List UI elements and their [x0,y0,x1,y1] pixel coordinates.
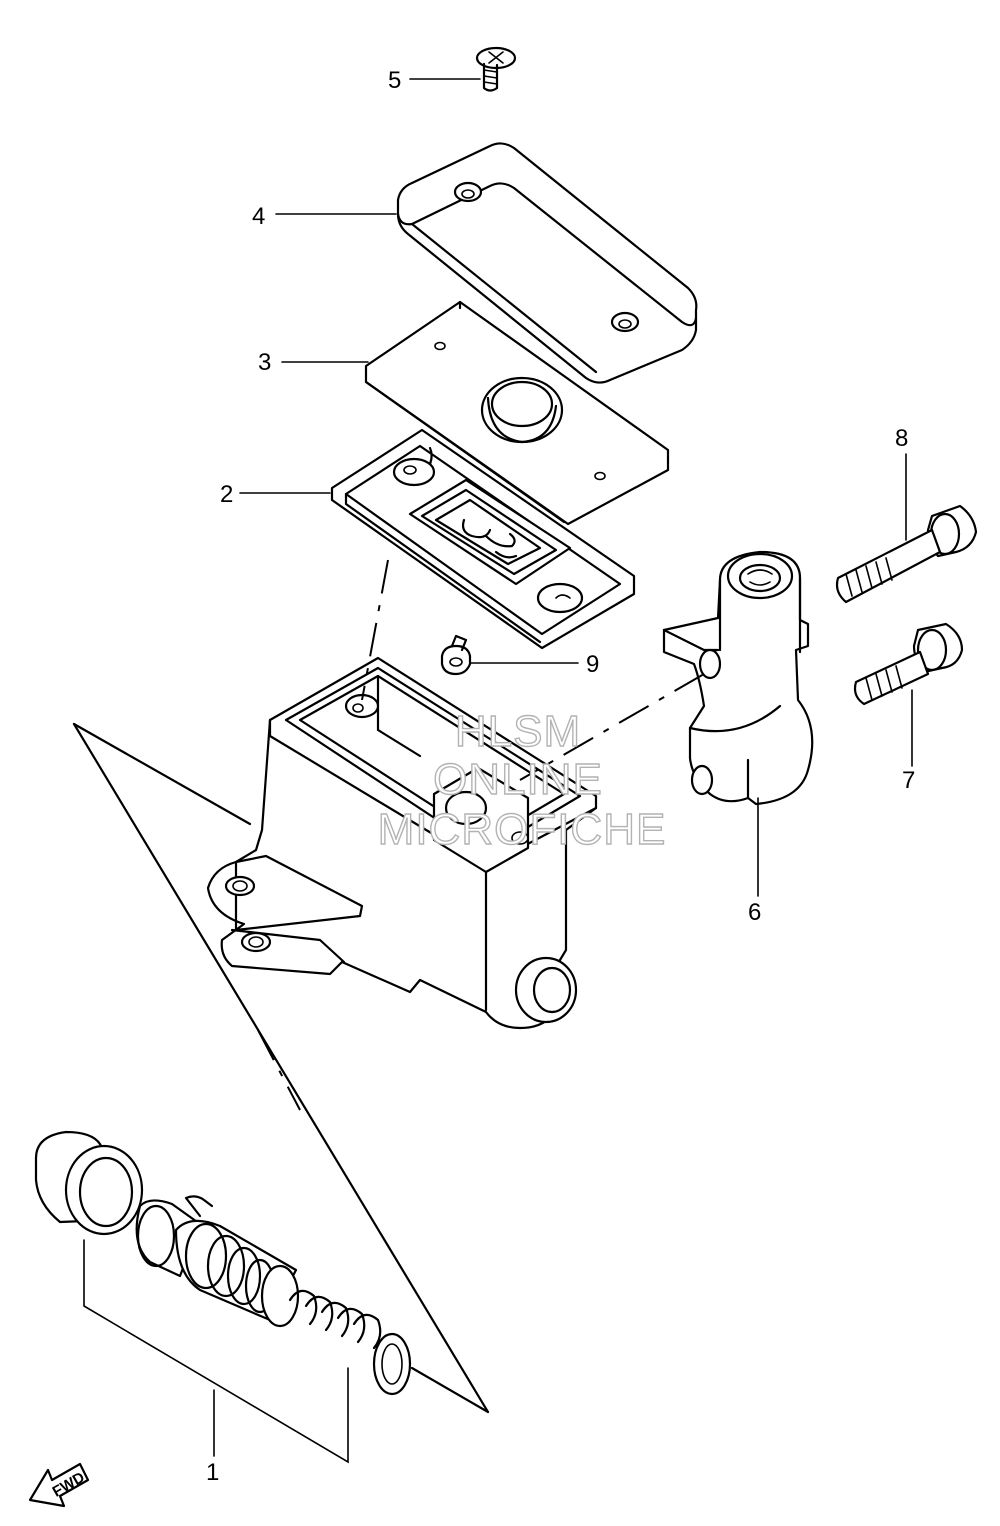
part-4-reservoir-cap[interactable] [396,142,698,384]
callout-numbers: 5 4 3 2 9 8 7 6 1 [206,67,915,1486]
part-7-short-bolt[interactable] [853,622,964,706]
callout-1: 1 [206,1459,219,1486]
callout-2: 2 [220,481,233,508]
assembly-bracket [72,722,490,1414]
watermark-line-2: ONLINE [433,755,603,804]
part-1-piston-kit[interactable] [34,1130,412,1396]
callout-7: 7 [902,767,915,794]
part-5-screw[interactable] [475,46,517,92]
part-6-lever-holder[interactable] [662,550,814,806]
watermark-line-3: MICROFICHE [378,805,667,854]
leader-lines [83,78,913,1464]
part-8-long-bolt[interactable] [835,504,978,604]
callout-8: 8 [895,425,908,452]
part-2-diaphragm[interactable] [330,428,636,650]
master-cylinder-body[interactable] [206,656,598,1030]
fwd-arrow-badge: FWD [28,1462,90,1508]
watermark: HLSM ONLINE MICROFICHE [377,706,667,854]
callout-4: 4 [252,203,265,230]
watermark-line-1: HLSM [455,707,581,756]
callout-5: 5 [388,67,401,94]
callout-9: 9 [586,651,599,678]
part-3-plate[interactable] [364,300,670,526]
part-9-clip[interactable] [440,634,472,676]
callout-3: 3 [258,349,271,376]
callout-6: 6 [748,899,761,926]
